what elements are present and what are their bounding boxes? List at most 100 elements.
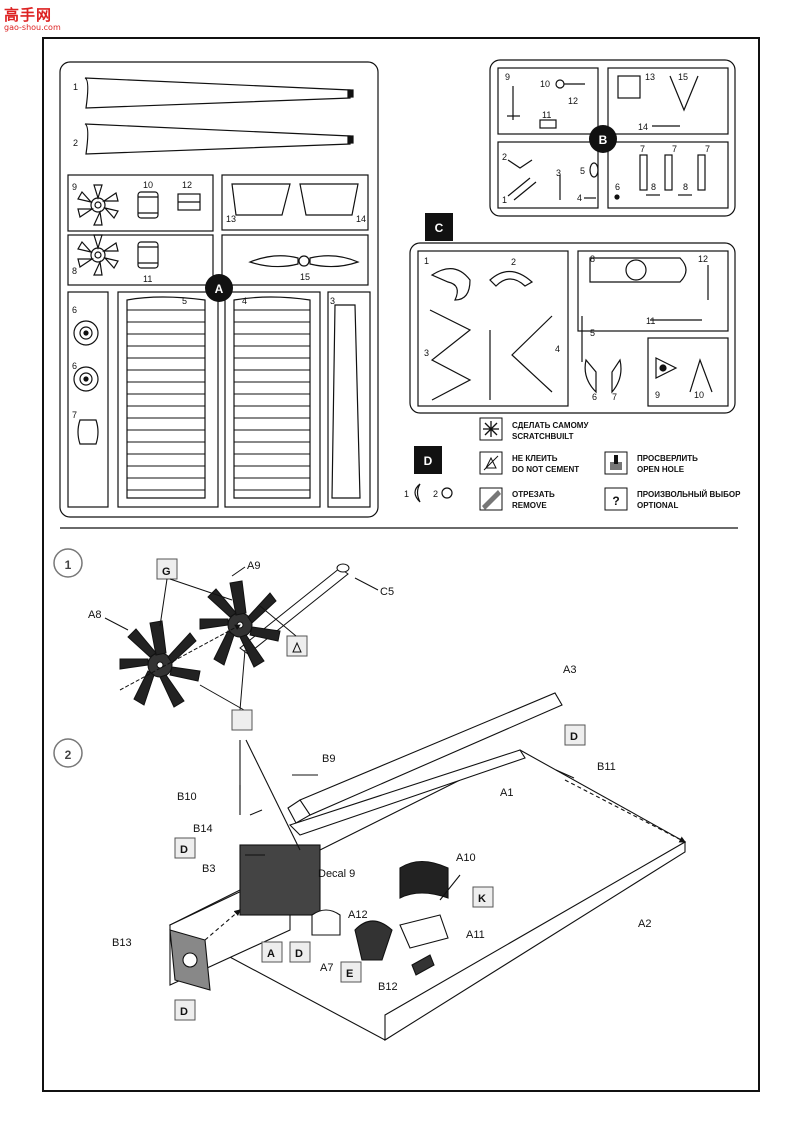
page-frame (42, 37, 760, 1092)
legend-scratchbuilt-ru: СДЕЛАТЬ САМОМУ (512, 421, 589, 430)
legend-open-hole-ru: ПРОСВЕРЛИТЬ (637, 454, 698, 463)
callout-a2: A2 (638, 918, 651, 930)
step-2-badge: 2 (53, 738, 83, 768)
a-part-5: 5 (182, 296, 187, 306)
c-part-6: 6 (592, 392, 597, 402)
a-part-13: 13 (226, 214, 236, 224)
sprue-d: D 1 2 (404, 446, 453, 503)
callout-decal-9: Decal 9 (318, 868, 355, 880)
callout-a3: A3 (563, 664, 576, 676)
a-part-14: 14 (356, 214, 366, 224)
sprue-c-label: C (435, 221, 444, 235)
a-part-11: 11 (143, 274, 152, 284)
callout-c5: C5 (380, 586, 394, 598)
do-not-cement-icon (483, 455, 499, 471)
step-1-badge: 1 (53, 548, 83, 578)
optional-icon: ? (612, 494, 619, 508)
a-part-6b: 6 (72, 361, 77, 371)
a-part-9: 9 (72, 182, 77, 192)
sprue-b-labels: 9 10 12 11 13 15 14 2 3 5 1 4 6 7 7 7 8 … (502, 72, 710, 205)
callout-a1: A1 (500, 787, 513, 799)
sprue-c-labels: 1 2 3 4 8 12 5 11 6 7 9 10 (424, 254, 708, 402)
legend-optional-ru: ПРОИЗВОЛЬНЫЙ ВЫБОР (637, 490, 741, 499)
remove-icon (482, 490, 501, 510)
a-part-2: 2 (73, 138, 78, 148)
b-part-2: 2 (502, 152, 507, 162)
legend-optional: ? ПРОИЗВОЛЬНЫЙ ВЫБОР OPTIONAL (604, 487, 741, 511)
c-part-3: 3 (424, 348, 429, 358)
d-part-1: 1 (404, 489, 409, 499)
a-part-4: 4 (242, 296, 247, 306)
callout-b14: B14 (193, 823, 213, 835)
callout-d-a: D (295, 948, 303, 960)
sprue-b-label: B (599, 133, 608, 147)
legend-optional-en: OPTIONAL (637, 501, 678, 510)
step-2-drawing (168, 692, 687, 1041)
b-part-7b: 7 (672, 144, 677, 154)
watermark: 高手网 gao-shou.com (4, 4, 61, 32)
sprue-a-labels: 1 2 9 10 12 8 11 13 14 15 6 6 7 5 4 3 (72, 82, 366, 420)
callout-a11: A11 (466, 929, 485, 941)
callout-d-b11: D (570, 731, 578, 743)
legend-dnc-en: DO NOT CEMENT (512, 465, 579, 474)
b-part-5: 5 (580, 166, 585, 176)
callout-a7: A7 (320, 962, 333, 974)
step-1-number: 1 (65, 558, 72, 572)
b-part-12: 12 (568, 96, 578, 106)
callout-b12: B12 (378, 981, 398, 993)
legend-open-hole: ПРОСВЕРЛИТЬ OPEN HOLE (604, 451, 698, 475)
c-part-5: 5 (590, 328, 595, 338)
b-part-1: 1 (502, 195, 507, 205)
c-part-12: 12 (698, 254, 708, 264)
d-part-2: 2 (433, 489, 438, 499)
a-part-15: 15 (300, 272, 310, 282)
sprue-c (409, 242, 736, 414)
step-2-boxes (174, 709, 586, 1021)
b-part-10: 10 (540, 79, 550, 89)
legend-open-hole-en: OPEN HOLE (637, 465, 685, 474)
callout-a10: A10 (456, 852, 476, 864)
legend-remove: ОТРЕЗАТЬ REMOVE (479, 487, 555, 511)
legend-scratchbuilt: СДЕЛАТЬ САМОМУ SCRATCHBUILT (479, 417, 589, 441)
b-part-6: 6 (615, 182, 620, 192)
step-1-drawing (104, 558, 379, 731)
b-part-15: 15 (678, 72, 688, 82)
callout-d-b13: D (180, 1006, 188, 1018)
sprue-c-badge: C (425, 213, 453, 241)
sprue-d-label: D (424, 454, 433, 468)
sprue-a (59, 61, 379, 518)
b-part-11: 11 (542, 110, 551, 120)
b-part-4: 4 (577, 193, 582, 203)
legend-dnc-ru: НЕ КЛЕИТЬ (512, 454, 558, 463)
c-part-2: 2 (511, 257, 516, 267)
callout-b9: B9 (322, 753, 335, 765)
callout-k: K (478, 893, 486, 905)
b-part-7a: 7 (640, 144, 645, 154)
callout-d-b14: D (180, 844, 188, 856)
c-part-10: 10 (694, 390, 704, 400)
b-part-9: 9 (505, 72, 510, 82)
a-part-1: 1 (73, 82, 78, 92)
legend-remove-ru: ОТРЕЗАТЬ (512, 490, 555, 499)
callout-b13: B13 (112, 937, 132, 949)
sprue-a-label: A (215, 282, 224, 296)
legend-remove-en: REMOVE (512, 501, 547, 510)
c-part-4: 4 (555, 344, 560, 354)
callout-g: G (162, 566, 171, 578)
a-part-6a: 6 (72, 305, 77, 315)
c-part-8: 8 (590, 254, 595, 264)
callout-b10: B10 (177, 791, 197, 803)
b-part-13: 13 (645, 72, 655, 82)
open-hole-icon (610, 455, 622, 470)
b-part-7c: 7 (705, 144, 710, 154)
callout-b11: B11 (597, 761, 616, 773)
a-part-3: 3 (330, 296, 335, 306)
legend-do-not-cement: НЕ КЛЕИТЬ DO NOT CEMENT (479, 451, 579, 475)
c-part-1: 1 (424, 256, 429, 266)
sprue-a-wing-ribs (127, 309, 310, 491)
c-part-7: 7 (612, 392, 617, 402)
callout-a12: A12 (348, 909, 368, 921)
b-part-14: 14 (638, 122, 648, 132)
step-2-number: 2 (65, 748, 72, 762)
